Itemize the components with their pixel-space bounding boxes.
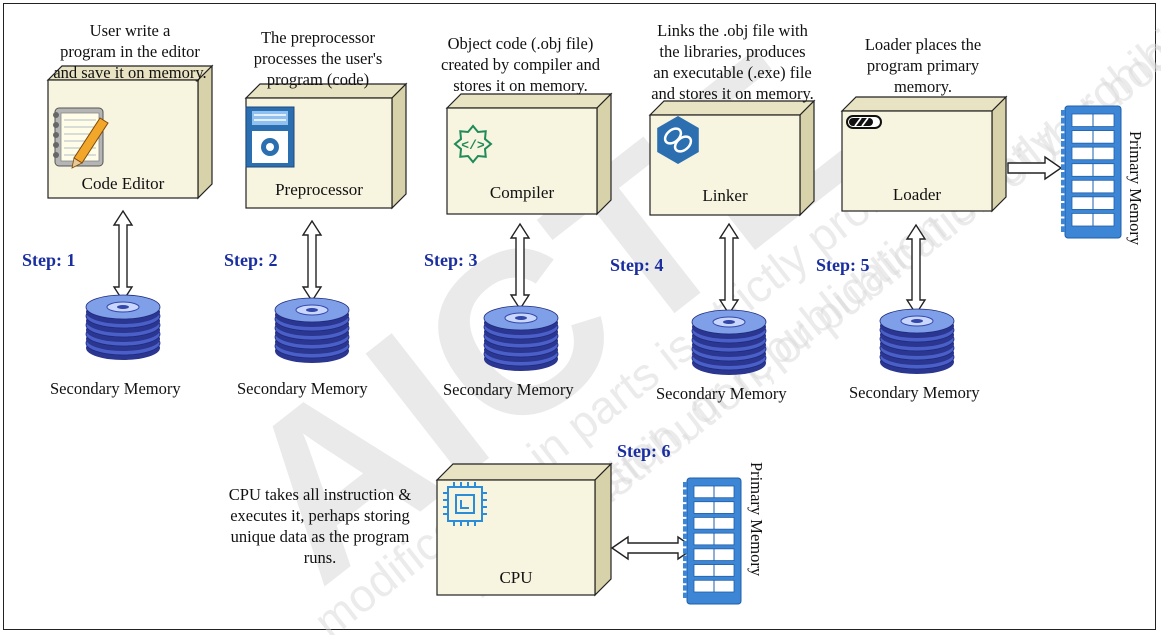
cpu-primary-memory-ram bbox=[683, 477, 742, 605]
cpu-memory-arrow bbox=[610, 535, 696, 561]
code-editor-icon bbox=[53, 107, 109, 169]
step-2-arrow bbox=[301, 219, 323, 303]
step-6-label: Step: 6 bbox=[617, 441, 671, 461]
code-editor-box: Code Editor bbox=[46, 64, 214, 200]
step-1-label: Step: 1 bbox=[22, 250, 76, 270]
stage-3-memory-label: Secondary Memory bbox=[443, 380, 574, 399]
svg-text:</>: </> bbox=[461, 138, 485, 153]
step-3-label: Step: 3 bbox=[424, 250, 478, 270]
stage-1-secondary-memory-disk bbox=[85, 294, 161, 360]
stage-2-secondary-memory-disk bbox=[274, 297, 350, 363]
stage-3-secondary-memory-disk bbox=[483, 305, 559, 371]
loader-box: Loader bbox=[840, 95, 1008, 213]
compiler-gear-icon: </> bbox=[453, 124, 493, 164]
compiler-box: Compiler bbox=[445, 92, 613, 216]
stage-3-description: Object code (.obj file)created by compil… bbox=[441, 34, 600, 95]
cpu-primary-memory-label: Primary Memory bbox=[747, 462, 766, 577]
step-3-arrow bbox=[509, 222, 531, 311]
linker-box-label: Linker bbox=[702, 186, 748, 205]
linker-chain-icon bbox=[657, 116, 699, 164]
loader-primary-memory-label: Primary Memory bbox=[1126, 131, 1145, 246]
step-4-arrow bbox=[718, 222, 740, 316]
code-editor-box-label: Code Editor bbox=[82, 174, 165, 193]
stage-4-secondary-memory-disk bbox=[691, 309, 767, 375]
loader-box-label: Loader bbox=[893, 185, 941, 204]
loader-primary-memory-ram bbox=[1061, 105, 1122, 239]
cpu-box-label: CPU bbox=[499, 568, 532, 587]
compiler-box-label: Compiler bbox=[490, 183, 555, 202]
step-1-arrow bbox=[112, 209, 134, 303]
stage-4-memory-label: Secondary Memory bbox=[656, 384, 787, 403]
loader-to-memory-arrow bbox=[1007, 155, 1063, 181]
stage-5-secondary-memory-disk bbox=[879, 308, 955, 374]
cpu-description: CPU takes all instruction &executes it, … bbox=[228, 485, 412, 567]
step-4-label: Step: 4 bbox=[610, 255, 664, 275]
cpu-box: CPU bbox=[435, 462, 613, 597]
cpu-chip-icon bbox=[443, 482, 487, 526]
step-5-arrow bbox=[905, 223, 927, 316]
loader-progress-icon bbox=[846, 115, 882, 129]
preprocessor-icon bbox=[245, 106, 295, 168]
diagram-frame bbox=[3, 3, 1156, 630]
step-5-label: Step: 5 bbox=[816, 255, 870, 275]
preprocessor-box-label: Preprocessor bbox=[275, 180, 363, 199]
stage-1-memory-label: Secondary Memory bbox=[50, 379, 181, 398]
stage-5-memory-label: Secondary Memory bbox=[849, 383, 980, 402]
stage-2-memory-label: Secondary Memory bbox=[237, 379, 368, 398]
step-2-label: Step: 2 bbox=[224, 250, 278, 270]
